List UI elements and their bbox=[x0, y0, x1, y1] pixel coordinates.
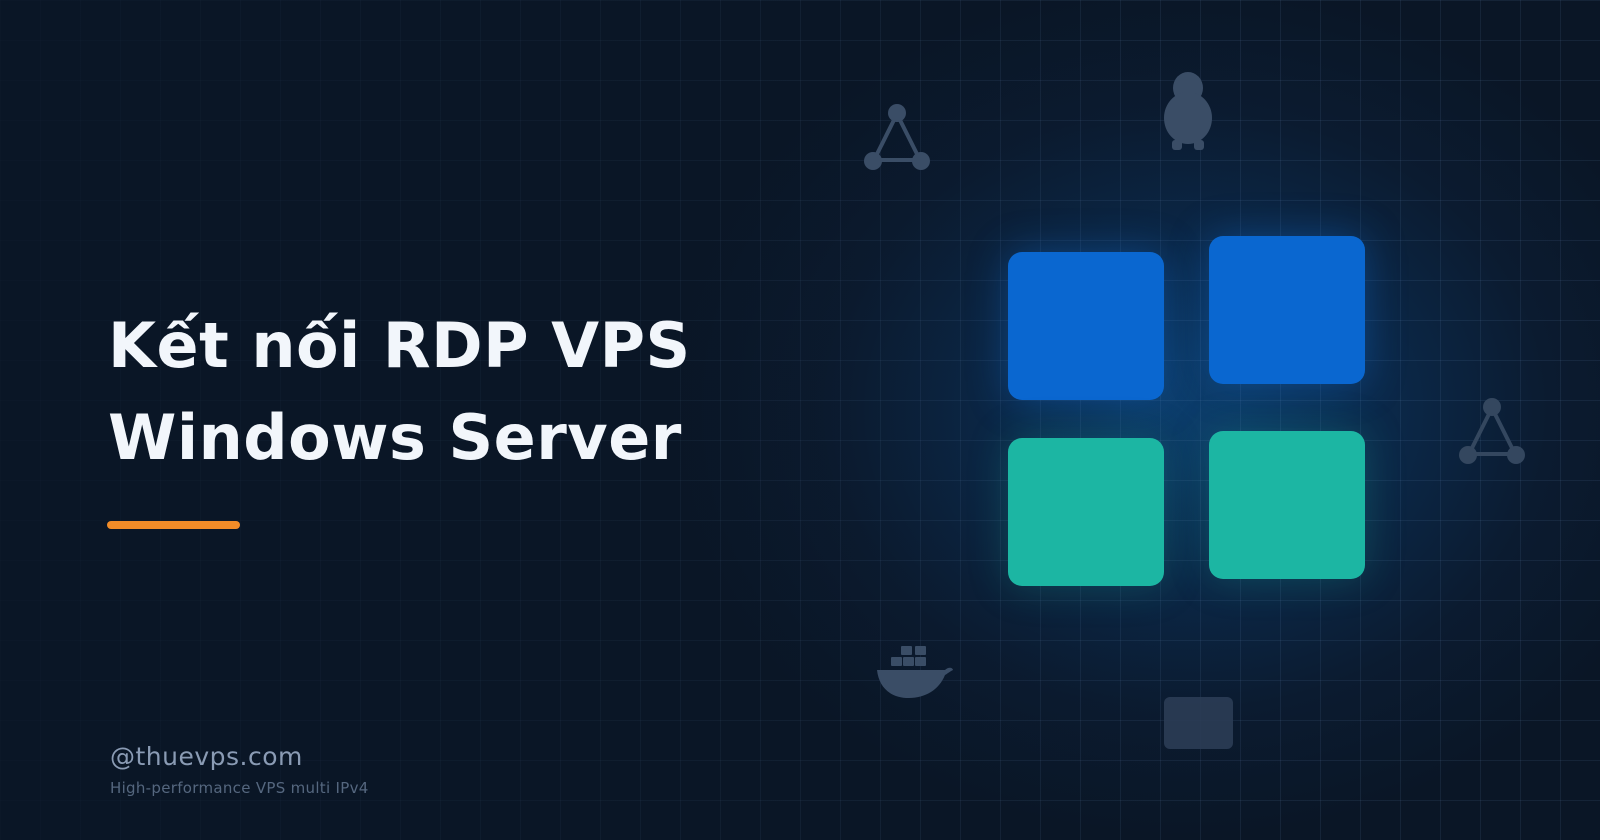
server-box-icon bbox=[1164, 697, 1233, 749]
logo-tile-bottom-left bbox=[1008, 438, 1164, 586]
title-line-2: Windows Server bbox=[108, 401, 682, 474]
logo-tile-top-right bbox=[1209, 236, 1365, 384]
logo-tile-bottom-right bbox=[1209, 431, 1365, 579]
tagline: High-performance VPS multi IPv4 bbox=[110, 779, 369, 797]
network-triangle-icon bbox=[864, 104, 930, 170]
title-line-1: Kết nối RDP VPS bbox=[108, 309, 691, 382]
linux-penguin-icon bbox=[1164, 72, 1212, 150]
network-triangle-icon bbox=[1459, 398, 1525, 464]
windows-logo-icon bbox=[1008, 236, 1368, 590]
page-title: Kết nối RDP VPS Windows Server bbox=[108, 300, 691, 484]
accent-underline bbox=[107, 521, 240, 529]
logo-tile-top-left bbox=[1008, 252, 1164, 400]
site-handle: @thuevps.com bbox=[110, 742, 303, 771]
docker-whale-icon bbox=[877, 646, 953, 698]
